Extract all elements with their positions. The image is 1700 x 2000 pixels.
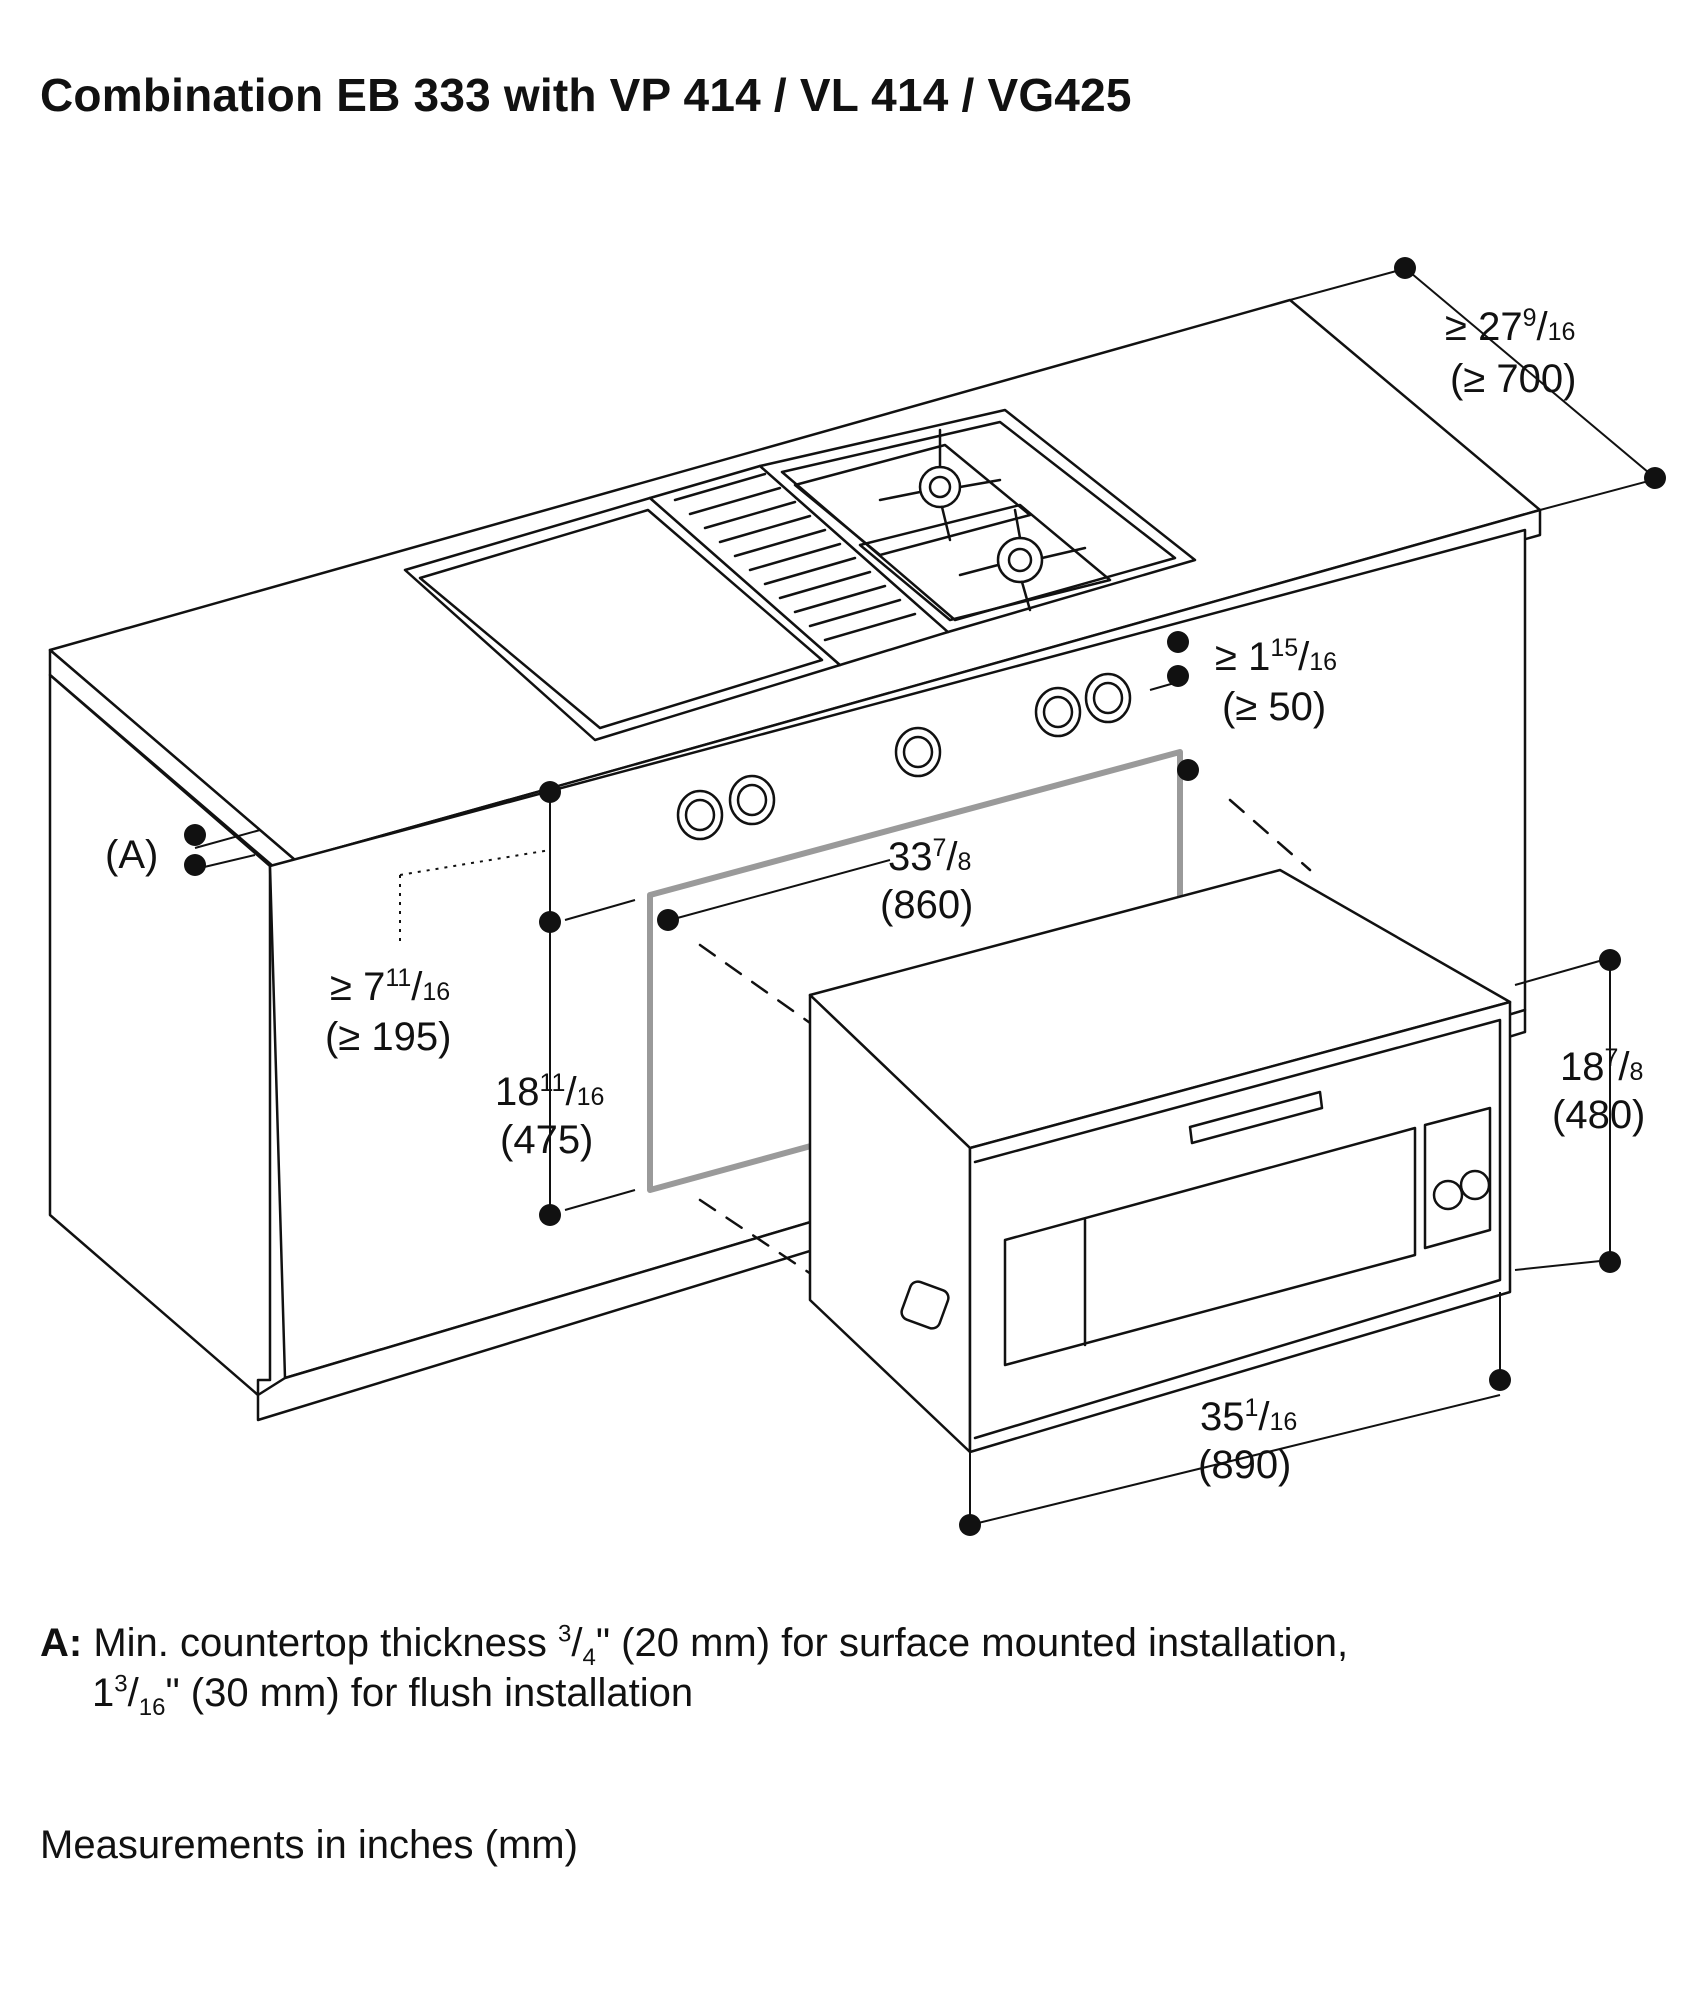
- note-a-continued: 13/16" (30 mm) for flush installation: [92, 1670, 694, 1721]
- note-a: A: Min. countertop thickness 3/4" (20 mm…: [40, 1620, 1349, 1671]
- measurement-note: Measurements in inches (mm): [40, 1823, 578, 1867]
- panel-gap-mm-label: (≥ 50): [1222, 685, 1326, 729]
- cutout-width-inch-label: 337/8: [888, 834, 971, 879]
- oven-width-inch-label: 351/16: [1200, 1394, 1297, 1439]
- oven-knob: [1432, 1179, 1464, 1211]
- depth-mm-label: (≥ 700): [1450, 357, 1576, 401]
- page-title: Combination EB 333 with VP 414 / VL 414 …: [40, 69, 1132, 121]
- drawer-gap-inch-label: ≥ 711/16: [330, 964, 450, 1009]
- oven-window: [1003, 1126, 1417, 1367]
- cutout-width-mm-label: (860): [880, 883, 973, 927]
- knob: [676, 789, 724, 841]
- knob: [1034, 686, 1082, 738]
- oven-height-mm-label: (480): [1552, 1093, 1645, 1137]
- oven-width-mm-label: (890): [1198, 1443, 1291, 1487]
- oven-knob: [1459, 1169, 1491, 1201]
- drawer-gap-mm-label: (≥ 195): [325, 1015, 451, 1059]
- knob: [728, 774, 776, 826]
- a-marker-label: (A): [105, 833, 158, 877]
- installation-diagram: (A) ≥ 279/16 (≥ 700) ≥ 115/16 (≥ 50) 337…: [48, 257, 1666, 1536]
- cutout-height-inch-label: 1811/16: [495, 1069, 604, 1114]
- knob: [1084, 672, 1132, 724]
- oven-height-inch-label: 187/8: [1560, 1044, 1643, 1089]
- panel-gap-inch-label: ≥ 115/16: [1215, 634, 1337, 679]
- oven-front: [968, 1000, 1512, 1454]
- oven-handle: [1188, 1090, 1324, 1145]
- knob: [894, 726, 942, 778]
- cutout-height-mm-label: (475): [500, 1118, 593, 1162]
- depth-inch-label: ≥ 279/16: [1445, 304, 1575, 349]
- teppanyaki-inner: [418, 508, 824, 730]
